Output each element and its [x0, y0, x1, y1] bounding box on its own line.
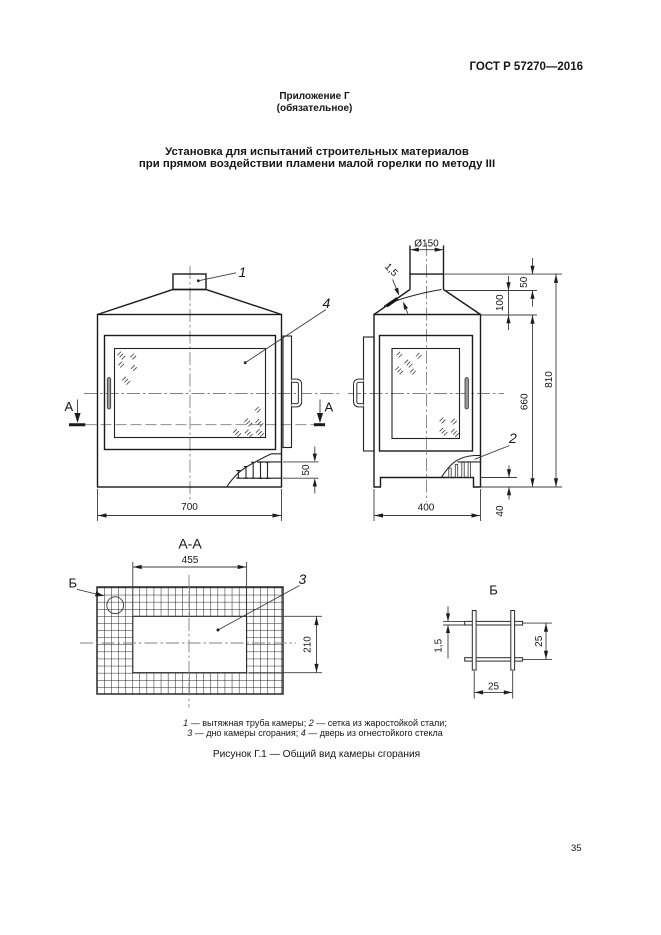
svg-text:Б: Б: [69, 576, 78, 591]
svg-text:25: 25: [488, 682, 500, 693]
svg-text:1,5: 1,5: [434, 638, 445, 652]
svg-text:А: А: [325, 400, 334, 415]
svg-text:1,5: 1,5: [382, 261, 400, 279]
svg-text:100: 100: [495, 294, 506, 311]
svg-text:1: 1: [239, 264, 247, 280]
svg-text:210: 210: [302, 636, 313, 653]
svg-text:А: А: [65, 399, 74, 414]
svg-text:2: 2: [508, 430, 517, 446]
svg-text:25: 25: [534, 635, 545, 647]
svg-text:50: 50: [519, 276, 530, 288]
svg-text:700: 700: [181, 502, 198, 513]
svg-text:40: 40: [495, 505, 506, 517]
svg-text:660: 660: [519, 393, 530, 410]
svg-text:Б: Б: [489, 583, 498, 598]
svg-text:810: 810: [544, 371, 555, 388]
svg-text:4: 4: [323, 295, 331, 311]
svg-text:455: 455: [182, 555, 199, 566]
svg-text:50: 50: [301, 464, 312, 476]
svg-text:400: 400: [418, 503, 435, 514]
svg-text:3: 3: [299, 571, 307, 587]
svg-text:Ø150: Ø150: [414, 238, 439, 249]
svg-text:А-А: А-А: [178, 536, 202, 552]
